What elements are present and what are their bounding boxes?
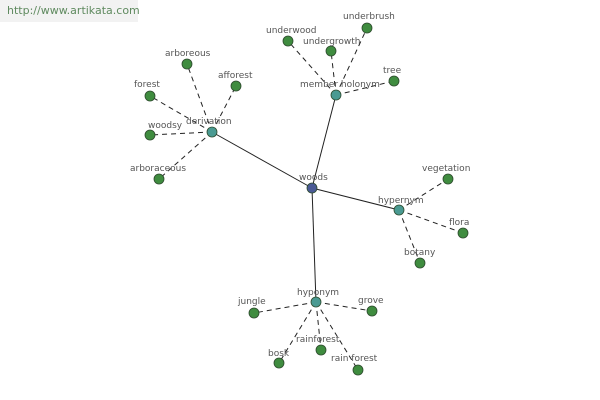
node-label-tree: tree [383,66,402,76]
edge-derivation-arboreous [186,63,213,133]
relation-node-hypernym[interactable] [393,204,405,216]
edge-hypernym-botany [398,209,421,264]
leaf-node-botany[interactable] [414,257,426,269]
leaf-node-rain-forest[interactable] [352,364,364,376]
leaf-node-afforest[interactable] [230,80,242,92]
edge-hyponym-grove [315,301,373,312]
leaf-node-arboreous[interactable] [181,58,193,70]
leaf-node-forest[interactable] [144,90,156,102]
edge-derivation-arboraceous [158,131,213,180]
node-label-bosk: bosk [268,349,290,359]
root-node-woods[interactable] [306,182,318,194]
edge-root-derivation [211,131,313,189]
node-label-botany: botany [404,248,436,258]
node-label-hyponym: hyponym [297,288,339,298]
node-label-undergrowth: undergrowth [303,37,361,47]
node-label-forest: forest [134,80,160,90]
node-label-arboraceous: arboraceous [130,164,186,174]
edge-hyponym-jungle [253,301,317,314]
node-label-woods: woods [299,173,328,183]
labels-layer: arboreous afforest forest woodsy arboraceous… [130,12,470,364]
edge-hypernym-vegetation [398,178,449,211]
leaf-node-rainforest[interactable] [315,344,327,356]
node-label-woodsy: woodsy [148,121,183,131]
edge-hyponym-bosk [278,301,317,364]
leaf-node-woodsy[interactable] [144,129,156,141]
node-label-underwood: underwood [266,26,316,36]
leaf-node-tree[interactable] [388,75,400,87]
relation-node-hyponym[interactable] [310,296,322,308]
leaf-node-jungle[interactable] [248,307,260,319]
edge-root-hyponym [311,187,317,303]
edge-derivation-woodsy [149,131,213,136]
edge-member-holonym-underbrush [335,27,368,96]
relation-node-member-holonym[interactable] [330,89,342,101]
relation-node-derivation[interactable] [206,126,218,138]
node-label-vegetation: vegetation [422,164,470,174]
leaf-node-underwood[interactable] [282,35,294,47]
edge-root-hypernym [311,187,400,211]
watermark-url: http://www.artikata.com [0,0,140,22]
leaf-node-undergrowth[interactable] [325,45,337,57]
edge-hyponym-rain-forest [315,301,359,371]
edges-layer [149,27,464,371]
edge-member-holonym-tree [335,80,395,96]
edge-root-member-holonym [311,94,337,189]
node-label-rainforest: rainforest [296,335,340,345]
edge-hypernym-flora [398,209,464,234]
leaf-node-flora[interactable] [457,227,469,239]
edge-member-holonym-undergrowth [330,50,337,96]
node-label-arboreous: arboreous [165,49,211,59]
node-label-grove: grove [358,296,384,306]
leaf-node-arboraceous[interactable] [153,173,165,185]
node-label-underbrush: underbrush [343,12,395,22]
node-label-afforest: afforest [218,71,253,81]
leaf-node-bosk[interactable] [273,357,285,369]
node-label-derivation: derivation [186,117,232,127]
node-label-jungle: jungle [237,297,266,307]
edge-derivation-forest [149,95,213,133]
leaf-node-vegetation[interactable] [442,173,454,185]
node-label-member-holonym: member holonym [300,80,380,90]
node-label-hypernym: hypernym [378,196,424,206]
edge-hyponym-rainforest [315,301,322,351]
leaf-node-underbrush[interactable] [361,22,373,34]
nodes-layer [144,22,469,376]
node-label-flora: flora [449,218,469,228]
node-label-rain-forest: rain forest [331,354,378,364]
edge-member-holonym-underwood [287,40,337,96]
leaf-node-grove[interactable] [366,305,378,317]
